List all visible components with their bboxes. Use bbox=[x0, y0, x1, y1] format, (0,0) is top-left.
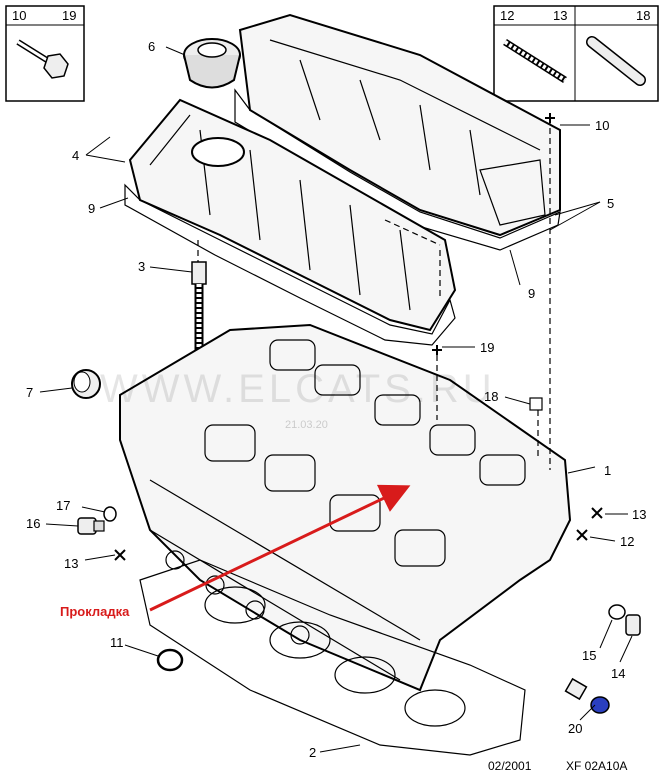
watermark: WWW.ELCATS.RU bbox=[100, 367, 496, 411]
callout-9b: 9 bbox=[528, 286, 535, 301]
dowel-18 bbox=[529, 397, 543, 411]
callout-15: 15 bbox=[582, 648, 596, 663]
callout-13a: 13 bbox=[632, 507, 646, 522]
cross-marker bbox=[114, 113, 603, 561]
callout-7: 7 bbox=[26, 385, 33, 400]
callout-2: 2 bbox=[309, 745, 316, 760]
callout-16: 16 bbox=[26, 516, 40, 531]
plug-16 bbox=[77, 517, 105, 535]
inset-label-13: 13 bbox=[553, 8, 567, 23]
camshaft-cover-rear bbox=[238, 13, 561, 237]
callout-3: 3 bbox=[138, 259, 145, 274]
callout-4: 4 bbox=[72, 148, 79, 163]
callout-18: 18 bbox=[484, 389, 498, 404]
head-gasket bbox=[139, 559, 526, 756]
callout-19: 19 bbox=[480, 340, 494, 355]
callout-10: 10 bbox=[595, 118, 609, 133]
callout-14: 14 bbox=[611, 666, 625, 681]
washer-17 bbox=[103, 506, 117, 522]
callout-17: 17 bbox=[56, 498, 70, 513]
camshaft-cover-front bbox=[128, 98, 457, 332]
inset-label-10: 10 bbox=[12, 8, 26, 23]
inset-box-right: 12 13 18 bbox=[493, 5, 659, 102]
annotation-label: Прокладка bbox=[60, 604, 130, 619]
callout-5: 5 bbox=[607, 196, 614, 211]
footer-date: 02/2001 bbox=[488, 759, 532, 773]
callout-13b: 13 bbox=[64, 556, 78, 571]
footer-code: XF 02A10A bbox=[566, 759, 627, 773]
callout-6: 6 bbox=[148, 39, 155, 54]
temperature-sensor-20 bbox=[564, 677, 610, 714]
cylinder-head bbox=[119, 323, 572, 692]
inset-label-19: 19 bbox=[62, 8, 76, 23]
callout-20: 20 bbox=[568, 721, 582, 736]
stud-icon bbox=[503, 39, 567, 83]
gasket-cover-front bbox=[124, 183, 456, 346]
callout-9a: 9 bbox=[88, 201, 95, 216]
oil-filler-cap bbox=[183, 38, 241, 89]
dowel-pin-icon bbox=[586, 36, 646, 86]
inset-label-18: 18 bbox=[636, 8, 650, 23]
inset-box-left: 10 19 bbox=[5, 5, 85, 102]
callout-12: 12 bbox=[620, 534, 634, 549]
watermark-date: 21.03.20 bbox=[285, 419, 328, 431]
plug-14 bbox=[625, 614, 641, 636]
seal-ring-11 bbox=[156, 648, 184, 672]
expansion-plug bbox=[71, 369, 101, 399]
callout-11: 11 bbox=[110, 635, 124, 650]
bolt-icon bbox=[16, 39, 69, 79]
annotation-arrow bbox=[149, 484, 411, 612]
washer-15 bbox=[608, 604, 626, 620]
inset-label-12: 12 bbox=[500, 8, 514, 23]
callout-1: 1 bbox=[604, 463, 611, 478]
